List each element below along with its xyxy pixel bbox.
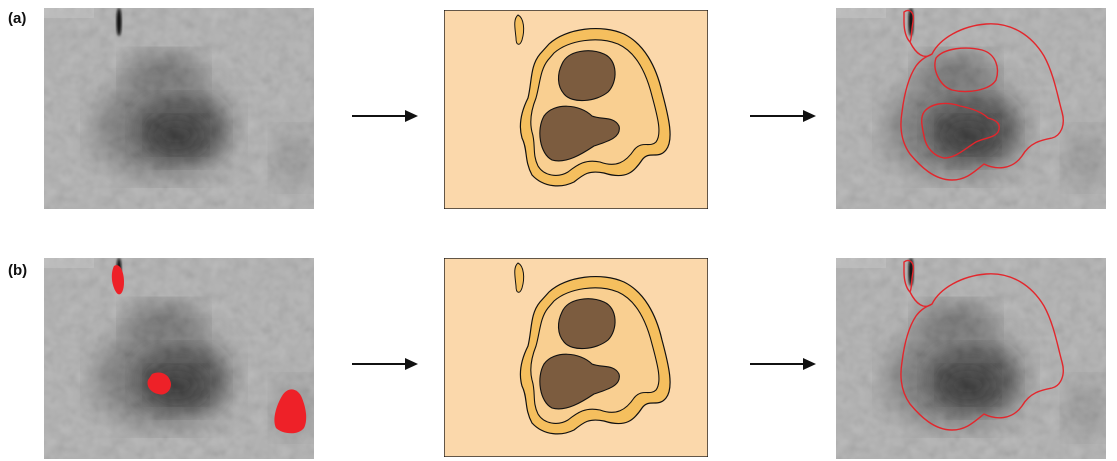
row-b-arrow-2: [750, 358, 816, 370]
row-b-output-image: [836, 258, 1108, 459]
right-arrow-icon: [803, 110, 816, 122]
row-a-arrow-1: [352, 110, 418, 122]
row-a-output-image: [836, 8, 1108, 209]
row-b-segmentation-map: [444, 258, 708, 457]
row-a-arrow-2: [750, 110, 816, 122]
right-arrow-icon: [803, 358, 816, 370]
row-a-input-image: [44, 8, 316, 209]
row-a-segmentation-map: [444, 10, 708, 209]
row-b-arrow-1: [352, 358, 418, 370]
row-b-input-image: [44, 258, 316, 459]
right-arrow-icon: [405, 358, 418, 370]
right-arrow-icon: [405, 110, 418, 122]
